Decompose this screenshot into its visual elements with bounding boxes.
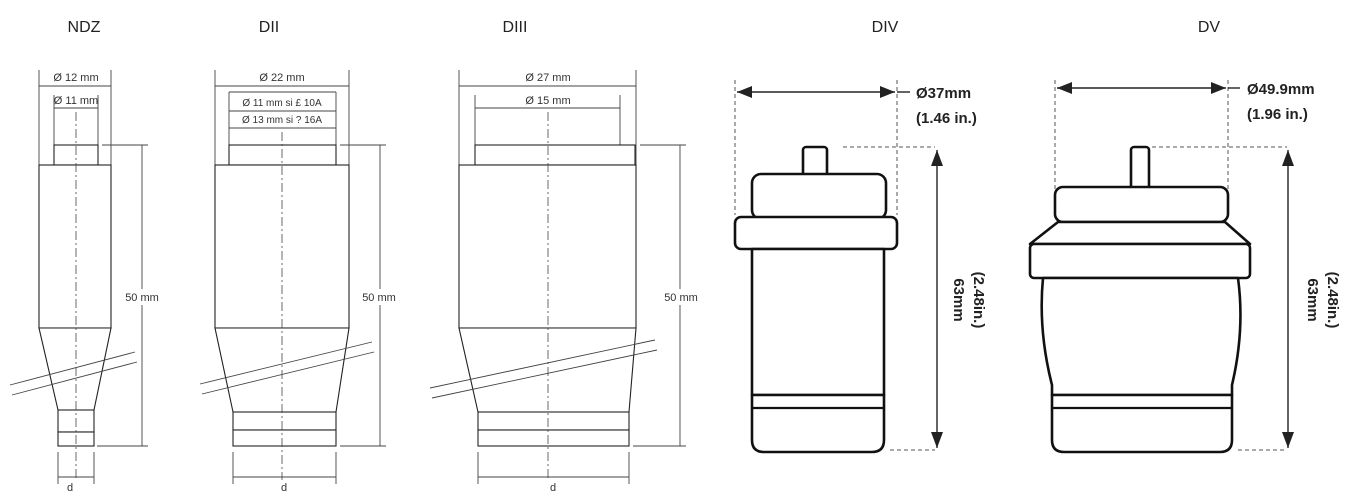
div-height-mm: 63mm (950, 278, 967, 321)
dv-dia-arrow-right (1211, 82, 1226, 94)
diii-contact-cap (474, 144, 636, 166)
div-contact-pin (801, 145, 829, 179)
diii-diagram: DIII Ø 27 mm Ø 15 mm 50 mm d (429, 19, 705, 494)
dii-base-ring-1 (232, 411, 337, 431)
diii-bottom-label: d (550, 482, 556, 494)
diii-outer-diameter: Ø 27 mm (525, 72, 570, 84)
div-height-arrow-top (931, 150, 943, 166)
ndz-title: NDZ (68, 19, 101, 36)
dv-base (1050, 393, 1234, 454)
dv-height-in: (2.48in.) (1324, 272, 1341, 329)
diii-base-ring-1 (477, 411, 630, 431)
div-diameter-in: (1.46 in.) (916, 110, 977, 127)
dv-diameter-in: (1.96 in.) (1247, 106, 1308, 123)
ndz-inner-diameter: Ø 11 mm (54, 95, 98, 107)
dii-base-ring-2 (232, 429, 337, 447)
dii-break-line-1 (199, 341, 373, 385)
dii-height-label-bg (356, 289, 402, 305)
ndz-outer-diameter: Ø 12 mm (53, 72, 98, 84)
div-title: DIV (872, 19, 899, 36)
diii-body (458, 164, 637, 329)
ndz-break-line-1 (9, 351, 136, 386)
dv-dia-arrow-left (1057, 82, 1072, 94)
ndz-taper (38, 327, 112, 411)
dv-flange (1028, 242, 1252, 280)
dii-height: 50 mm (362, 292, 396, 304)
dii-outer-diameter: Ø 22 mm (259, 72, 304, 84)
dii-bottom-label: d (281, 482, 287, 494)
ndz-diagram: NDZ Ø 12 mm Ø 11 mm 50 mm d (9, 19, 160, 494)
dv-diameter-mm: Ø49.9mm (1247, 81, 1315, 98)
dii-inner-diameter-2: Ø 13 mm si ? 16A (242, 115, 322, 126)
dii-contact-cap (228, 144, 337, 166)
diii-height-label-bg (657, 289, 705, 305)
ndz-break-line-2 (11, 361, 138, 396)
div-dia-arrow-right (880, 86, 895, 98)
dv-height-arrow-bottom (1282, 432, 1294, 448)
dv-title: DV (1198, 19, 1221, 36)
dv-contact-pin (1129, 145, 1151, 191)
div-height-in: (2.48in.) (970, 272, 987, 329)
dv-height-mm: 63mm (1304, 278, 1321, 321)
dii-break-line-2 (201, 351, 375, 395)
diii-height: 50 mm (664, 292, 698, 304)
div-diameter-mm: Ø37mm (916, 85, 971, 102)
div-base (750, 393, 886, 454)
diii-inner-diameter: Ø 15 mm (525, 95, 570, 107)
diii-taper (458, 327, 637, 413)
dii-inner-diameter-1: Ø 11 mm si £ 10A (242, 98, 322, 109)
diii-break-line-1 (429, 339, 656, 389)
ndz-height-label-bg (120, 289, 160, 305)
diii-break-line-2 (431, 349, 658, 399)
dv-diagram: DV Ø49.9mm (1.96 in.) 63mm (2.48in.) (1028, 19, 1341, 454)
dii-title: DII (259, 19, 279, 36)
div-body (750, 247, 886, 397)
dii-diagram: DII Ø 22 mm Ø 11 mm si £ 10A Ø 13 mm si … (199, 19, 402, 494)
div-flange (733, 215, 899, 251)
dv-shoulder (1028, 220, 1252, 246)
ndz-body (38, 164, 112, 329)
ndz-height: 50 mm (125, 292, 159, 304)
ndz-bottom-label: d (67, 482, 73, 494)
div-height-arrow-bottom (931, 432, 943, 448)
diii-title: DIII (503, 19, 528, 36)
dv-height-arrow-top (1282, 150, 1294, 166)
div-diagram: DIV Ø37mm (1.46 in.) 63mm (2.48in.) (733, 19, 987, 454)
div-dia-arrow-left (737, 86, 752, 98)
dv-top-cap (1053, 185, 1230, 224)
diii-base-ring-2 (477, 429, 630, 447)
div-top-cap (750, 172, 888, 221)
dv-body (1040, 276, 1242, 397)
